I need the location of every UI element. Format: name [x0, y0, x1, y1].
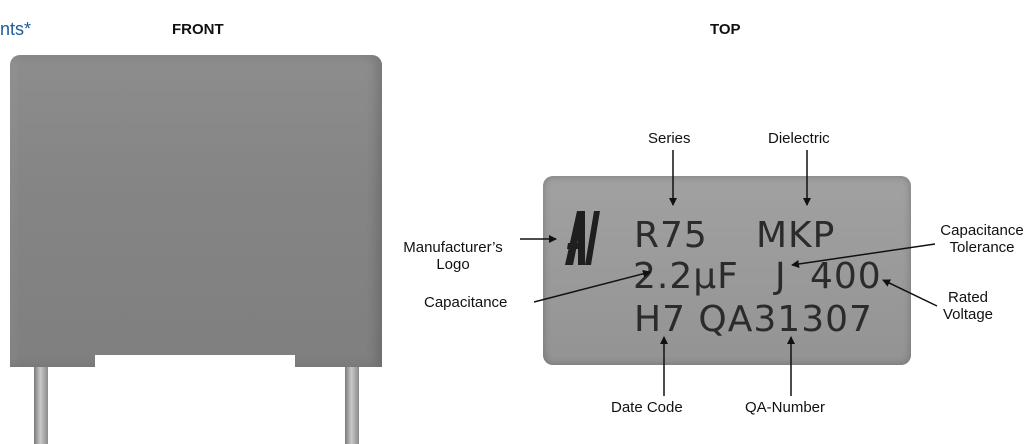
arrow-capacitance-tolerance — [791, 243, 936, 268]
capacitor-top-body — [543, 176, 911, 365]
marking-series: R75 — [634, 215, 708, 256]
capacitor-front-notch — [95, 355, 295, 367]
label-rated-voltage: Rated Voltage — [928, 289, 1008, 323]
arrow-rated-voltage — [882, 279, 938, 307]
label-capacitance: Capacitance — [424, 294, 508, 311]
marking-date-qa: H7 QA31307 — [634, 299, 873, 340]
label-manufacturer-logo: Manufacturer’s Logo — [398, 239, 508, 273]
arrow-capacitance — [533, 269, 651, 303]
manufacturer-logo-icon — [565, 211, 600, 265]
label-capacitance-tolerance-line2: Tolerance — [949, 239, 1015, 256]
label-manufacturer-line1: Manufacturer’s — [403, 239, 503, 256]
label-series: Series — [648, 130, 691, 147]
capacitor-lead-right — [345, 367, 359, 444]
label-rated-voltage-line2: Voltage — [942, 306, 994, 323]
capacitor-front-body — [10, 55, 382, 367]
marking-dielectric: MKP — [756, 215, 836, 256]
label-dielectric: Dielectric — [768, 130, 830, 147]
label-qa-number: QA-Number — [745, 399, 826, 416]
top-view-title: TOP — [710, 21, 741, 38]
label-manufacturer-line2: Logo — [436, 256, 470, 273]
marking-tolerance: J — [775, 256, 787, 297]
label-rated-voltage-line1: Rated — [947, 289, 989, 306]
marking-voltage: 400 — [810, 256, 882, 297]
heading-fragment: nts* — [0, 19, 32, 39]
label-capacitance-tolerance-line1: Capacitance — [940, 222, 1024, 239]
label-capacitance-tolerance: Capacitance Tolerance — [932, 222, 1032, 256]
label-date-code: Date Code — [611, 399, 683, 416]
capacitor-lead-left — [34, 367, 48, 444]
front-view-title: FRONT — [172, 21, 224, 38]
